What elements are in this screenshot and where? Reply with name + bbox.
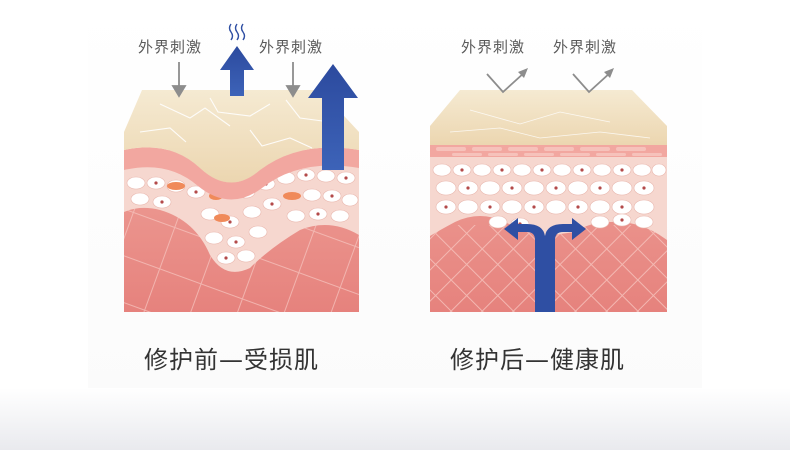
caption-after-repair: 修护后—健康肌 <box>450 346 625 374</box>
stimulus-label-left-2: 外界刺激 <box>259 38 324 56</box>
moisture-loss-arrow-large-icon <box>308 64 358 170</box>
bottom-fade <box>0 388 790 450</box>
caption-before-repair: 修护前—受损肌 <box>144 346 319 374</box>
damaged-skin-block <box>124 90 359 312</box>
moisture-retention-arrow-icon <box>504 218 586 312</box>
surface-layer-right <box>430 90 667 145</box>
surface-layer-left <box>124 90 359 183</box>
moisture-loss-arrow-small-icon <box>220 46 254 96</box>
stimulus-label-left-1: 外界刺激 <box>138 38 203 56</box>
stratum-band-left <box>124 147 359 200</box>
evaporation-icon <box>228 23 246 41</box>
stimulus-label-right-2: 外界刺激 <box>553 38 618 56</box>
stimulus-label-right-1: 外界刺激 <box>461 38 526 56</box>
stimulus-deflect-icon <box>486 71 612 94</box>
stimulus-arrow-down-icon <box>171 62 301 98</box>
